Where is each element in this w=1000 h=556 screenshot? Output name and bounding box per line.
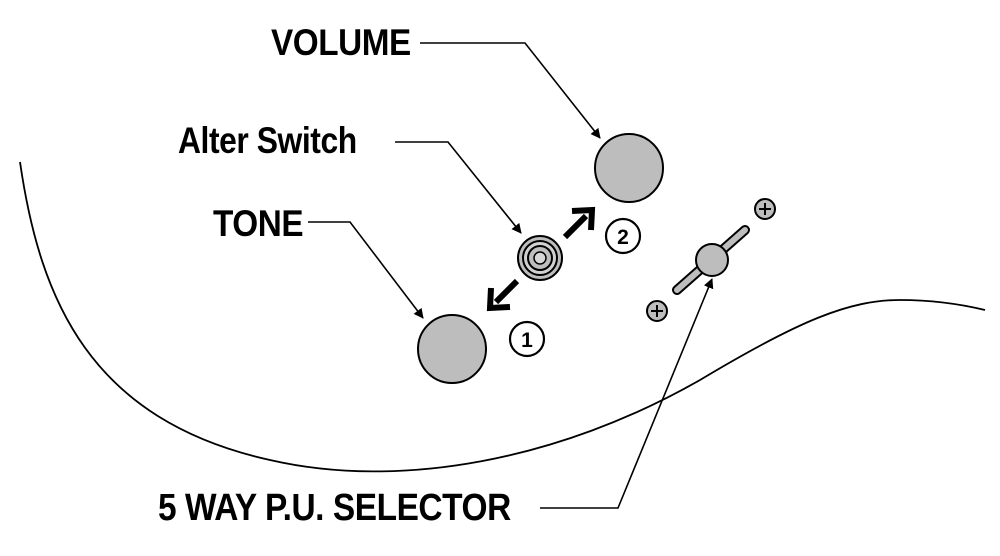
selector-leader-line — [540, 278, 714, 509]
tone-knob[interactable] — [417, 314, 487, 384]
volume-label: VOLUME — [271, 22, 411, 63]
volume-leader-line — [420, 42, 601, 139]
pickup-selector[interactable] — [672, 225, 750, 295]
alter-switch-leader-line — [395, 141, 522, 234]
svg-text:1: 1 — [521, 329, 533, 352]
arrow-icon — [486, 278, 520, 312]
svg-text:2: 2 — [617, 226, 629, 249]
alter-switch[interactable] — [517, 235, 563, 281]
volume-knob[interactable] — [594, 133, 664, 203]
tone-label: TONE — [213, 203, 304, 244]
tone-leader-line — [308, 221, 424, 319]
position-2-badge: 2 — [604, 217, 642, 255]
body-outline — [19, 161, 986, 473]
plus-screw-icon — [754, 198, 776, 220]
alter-switch-label: Alter Switch — [178, 120, 357, 161]
plus-screw-icon — [646, 300, 668, 322]
selector-label: 5 WAY P.U. SELECTOR — [158, 487, 511, 529]
position-1-badge: 1 — [508, 320, 546, 358]
arrow-icon — [562, 206, 596, 240]
